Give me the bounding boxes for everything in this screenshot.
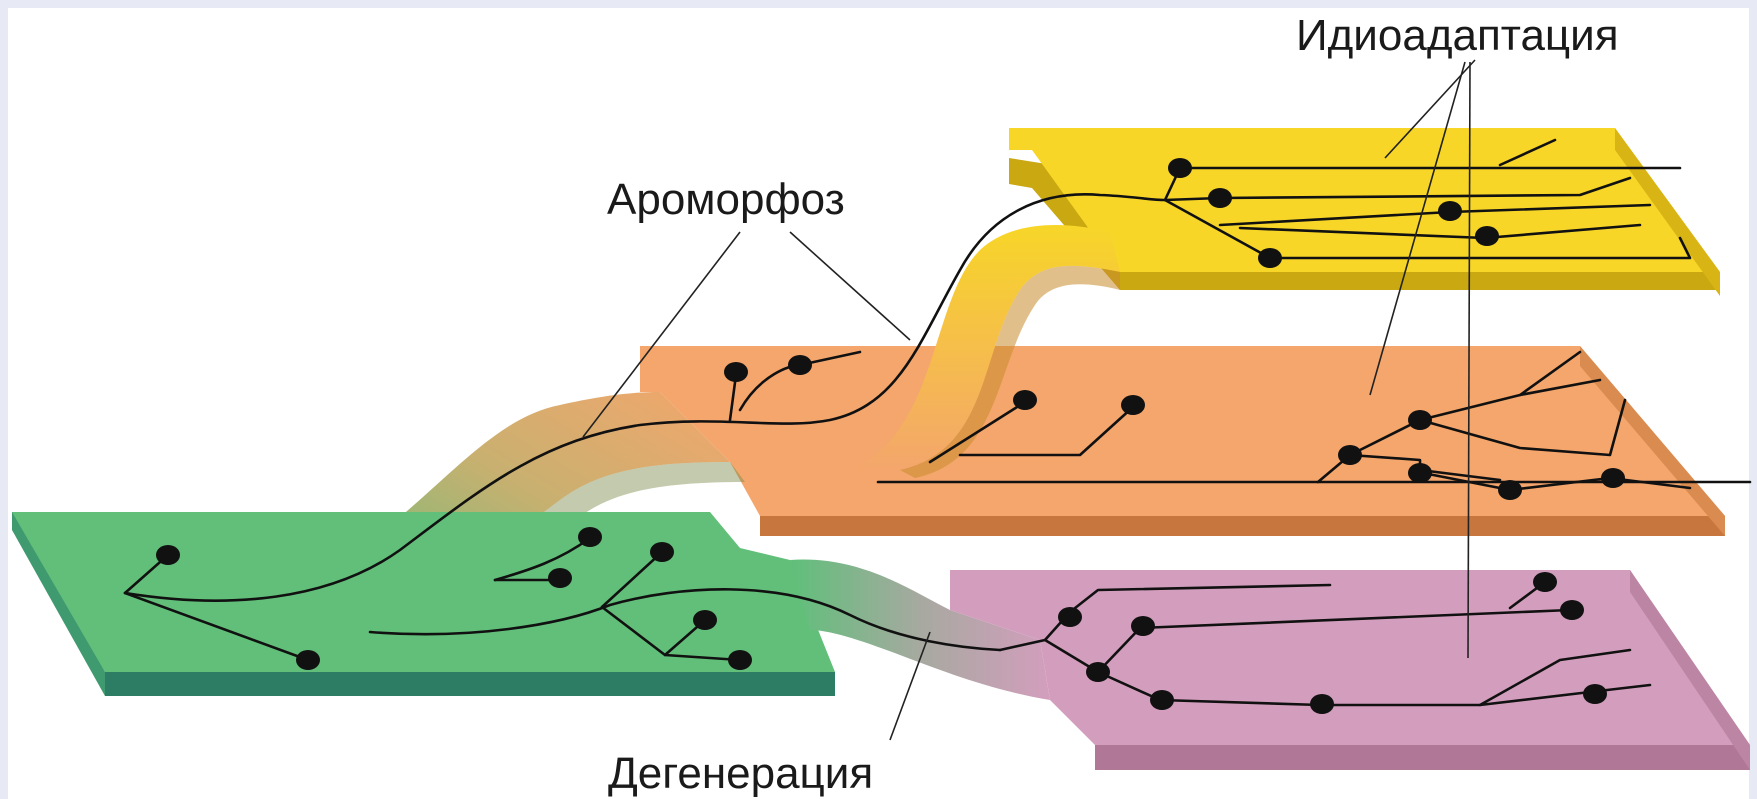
green-plate (12, 512, 835, 696)
pointer-lines (582, 59, 1476, 741)
pointer-aromorphosis-2 (789, 231, 911, 341)
species-nodes (156, 158, 1625, 714)
pointer-aromorphosis-1 (582, 231, 741, 438)
pointer-idioadaptation-3 (1467, 61, 1471, 659)
pointer-idioadaptation-1 (1384, 59, 1476, 159)
pointer-degeneration (889, 631, 931, 741)
label-idioadaptation: Идиоадаптация (1296, 11, 1619, 60)
pink-plate (950, 570, 1750, 770)
pointer-idioadaptation-2 (1369, 61, 1466, 396)
ramp-green-to-pink (790, 559, 1050, 700)
label-aromorphosis: Ароморфоз (607, 175, 845, 224)
label-degeneration: Дегенерация (608, 749, 873, 798)
ramp-orange-to-yellow (850, 225, 1120, 470)
